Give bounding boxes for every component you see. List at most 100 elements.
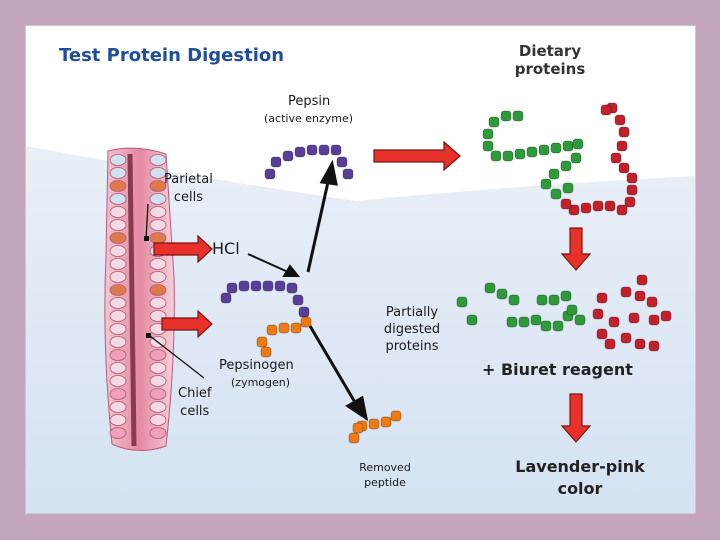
epithelial-cell bbox=[149, 154, 167, 166]
fragment-red-bead bbox=[604, 338, 616, 350]
fragment-red-bead bbox=[608, 316, 620, 328]
epithelial-cell bbox=[149, 258, 167, 270]
dietary-red-bead bbox=[626, 172, 638, 184]
epithelial-cell bbox=[149, 167, 167, 179]
removed-peptide-bead bbox=[380, 416, 392, 428]
pepsin-bead bbox=[270, 156, 282, 168]
epithelial-cell bbox=[109, 258, 127, 270]
parietal-cell bbox=[149, 284, 167, 296]
zymogen-peptide-bead bbox=[266, 324, 278, 336]
fragment-red-bead bbox=[648, 314, 660, 326]
fragment-green-bead bbox=[456, 296, 468, 308]
pepsinogen-bead bbox=[226, 282, 238, 294]
black-arrow-down bbox=[308, 325, 369, 422]
hcl-label: HCl bbox=[212, 239, 240, 258]
epithelial-cell bbox=[149, 401, 167, 413]
fragment-red-bead bbox=[636, 274, 648, 286]
dietary-red-bead bbox=[592, 200, 604, 212]
dietary-red-bead bbox=[626, 184, 638, 196]
dietary-green-bead bbox=[500, 110, 512, 122]
dietary-red-bead bbox=[560, 198, 572, 210]
dietary-green-bead bbox=[482, 140, 494, 152]
dietary-green-bead bbox=[512, 110, 524, 122]
zymogen-peptide-bead bbox=[290, 322, 302, 334]
dietary-red-bead bbox=[580, 202, 592, 214]
gastric-gland-illustration bbox=[104, 147, 175, 451]
epithelial-cell bbox=[149, 206, 167, 218]
epithelial-cell bbox=[109, 375, 127, 387]
parietal-cell bbox=[149, 232, 167, 244]
dietary-green-bead bbox=[572, 138, 584, 150]
chief-cell bbox=[109, 349, 127, 361]
epithelial-cell bbox=[109, 219, 127, 231]
fragment-green-bead bbox=[518, 316, 530, 328]
dietary-green-bead bbox=[560, 160, 572, 172]
parietal-cell bbox=[109, 232, 127, 244]
molecule-chains bbox=[220, 102, 672, 444]
pepsin-bead bbox=[336, 156, 348, 168]
epithelial-cell bbox=[109, 362, 127, 374]
biuret-reagent-label: + Biuret reagent bbox=[482, 360, 633, 379]
dietary-green-bead bbox=[514, 148, 526, 160]
dietary-green-bead bbox=[482, 128, 494, 140]
fragment-green-bead bbox=[560, 290, 572, 302]
chief-cell bbox=[149, 388, 167, 400]
removed-peptide-bead bbox=[352, 422, 364, 434]
fragment-green-bead bbox=[536, 294, 548, 306]
zymogen-label: (zymogen) bbox=[231, 376, 291, 389]
red-arrow-parietal bbox=[153, 234, 213, 264]
background-wash bbox=[26, 146, 695, 513]
dietary-green-bead bbox=[540, 178, 552, 190]
dietary-red-bead bbox=[610, 152, 622, 164]
red-arrow-down-2 bbox=[560, 393, 592, 443]
red-arrow-to-dietary bbox=[373, 140, 461, 172]
fragment-green-bead bbox=[552, 320, 564, 332]
fragment-green-bead bbox=[566, 304, 578, 316]
dietary-green-bead bbox=[488, 116, 500, 128]
chief-leader-dot bbox=[146, 333, 151, 338]
dietary-green-bead bbox=[502, 150, 514, 162]
dietary-red-bead bbox=[616, 204, 628, 216]
epithelial-cell bbox=[109, 310, 127, 322]
pepsin-bead bbox=[282, 150, 294, 162]
pepsin-bead bbox=[330, 144, 342, 156]
zymogen-peptide-bead bbox=[260, 346, 272, 358]
fragment-green-bead bbox=[496, 288, 508, 300]
pepsinogen-bead bbox=[274, 280, 286, 292]
pepsinogen-bead bbox=[298, 306, 310, 318]
fragment-green-bead bbox=[548, 294, 560, 306]
epithelial-cell bbox=[109, 401, 127, 413]
dietary-red-bead bbox=[618, 126, 630, 138]
parietal-leader-dot bbox=[144, 236, 149, 241]
epithelial-cell bbox=[149, 193, 167, 205]
dietary-green-bead bbox=[538, 144, 550, 156]
epithelial-cell bbox=[109, 193, 127, 205]
dietary-red-bead bbox=[600, 104, 612, 116]
fragment-red-bead bbox=[592, 308, 604, 320]
gland-cells bbox=[109, 154, 167, 439]
removed-peptide-bead bbox=[390, 410, 402, 422]
epithelial-cell bbox=[149, 414, 167, 426]
page-title: Test Protein Digestion bbox=[59, 45, 285, 66]
chief-cell bbox=[149, 427, 167, 439]
epithelial-cell bbox=[109, 206, 127, 218]
epithelial-cell bbox=[149, 219, 167, 231]
pepsin-bead bbox=[318, 144, 330, 156]
epithelial-cell bbox=[149, 362, 167, 374]
epithelial-cell bbox=[109, 271, 127, 283]
removed-peptide-bead bbox=[348, 432, 360, 444]
parietal-cell bbox=[109, 284, 127, 296]
zymogen-peptide-bead bbox=[300, 316, 312, 328]
pepsin-bead bbox=[294, 146, 306, 158]
fragment-red-bead bbox=[596, 292, 608, 304]
pepsin-label: Pepsin bbox=[288, 94, 331, 109]
pepsin-bead bbox=[264, 168, 276, 180]
pepsinogen-bead bbox=[238, 280, 250, 292]
pepsinogen-bead bbox=[292, 294, 304, 306]
fragment-red-bead bbox=[620, 332, 632, 344]
pepsinogen-label: Pepsinogen bbox=[219, 358, 294, 373]
parietal-cell bbox=[149, 180, 167, 192]
